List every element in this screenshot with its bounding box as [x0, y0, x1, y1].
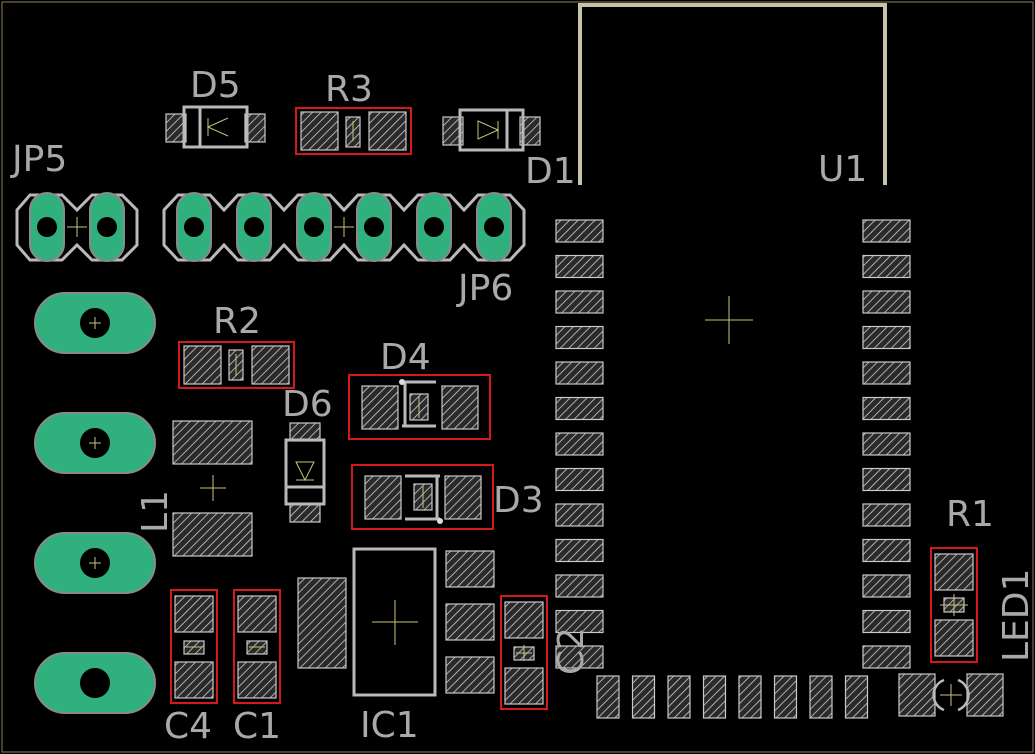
- u1-pad-bottom: [738, 675, 762, 719]
- u1-pad-bottom: [844, 675, 869, 719]
- d1-component: [442, 108, 541, 152]
- jp6-header: [162, 192, 526, 262]
- u1-pad-right: [862, 219, 911, 243]
- label-l1: L1: [135, 490, 176, 533]
- d5-component: [165, 105, 266, 149]
- u1-pad-right: [862, 254, 911, 279]
- label-d5: D5: [190, 65, 241, 106]
- r2-component: [178, 341, 295, 389]
- c2-component: [500, 595, 548, 710]
- u1-pad-bottom: [596, 675, 620, 719]
- jp6-pins: [176, 192, 512, 262]
- jp6-pin-hole: [184, 217, 204, 237]
- u1-pad-right: [862, 432, 911, 456]
- label-led1: LED1: [996, 569, 1035, 662]
- u1-pad-right: [862, 290, 911, 314]
- label-r2: R2: [213, 301, 261, 342]
- u1-pad-left: [555, 361, 604, 385]
- u1-pad-right: [862, 325, 911, 350]
- u1-pad-left: [555, 432, 604, 456]
- u1-pad-bottom: [667, 675, 691, 719]
- label-d6: D6: [282, 384, 333, 425]
- l1-component: [172, 420, 253, 557]
- u1-pad-bottom: [773, 675, 798, 719]
- label-r3: R3: [325, 69, 373, 110]
- u1-pad-left: [555, 503, 604, 527]
- u1-pad-left: [555, 325, 604, 350]
- power-terminal-pads: [34, 292, 156, 714]
- u1-pad-left: [555, 290, 604, 314]
- u1-pad-left: [555, 574, 604, 598]
- jp5-header: [15, 192, 139, 262]
- label-u1: U1: [818, 149, 867, 190]
- jp6-pin-hole: [424, 217, 444, 237]
- u1-pad-right: [862, 645, 911, 669]
- u1-pad-bottom: [631, 675, 656, 719]
- u1-pad-right: [862, 503, 911, 527]
- u1-pad-bottom: [702, 675, 727, 719]
- label-jp5: JP5: [10, 139, 67, 180]
- label-c1: C1: [233, 706, 281, 747]
- u1-pad-left: [555, 538, 604, 563]
- label-c4: C4: [164, 706, 212, 747]
- r1-component: [930, 547, 978, 663]
- label-jp6: JP6: [456, 268, 513, 309]
- jp6-pin-hole: [364, 217, 384, 237]
- label-c2: C2: [551, 627, 592, 675]
- u1-left-pads: [555, 219, 604, 669]
- u1-pad-right: [862, 396, 911, 421]
- jp6-pin-hole: [304, 217, 324, 237]
- label-d4: D4: [380, 337, 431, 378]
- d4-component: [348, 374, 491, 440]
- u1-pad-right: [862, 467, 911, 492]
- c4-component: [170, 589, 218, 704]
- label-d3: D3: [493, 480, 544, 521]
- u1-pad-bottom: [809, 675, 833, 719]
- c1-component: [233, 589, 281, 704]
- u1-pad-left: [555, 254, 604, 279]
- u1-pad-right: [862, 361, 911, 385]
- u1-pad-left: [555, 645, 604, 669]
- u1-pad-left: [555, 609, 604, 634]
- label-d1: D1: [525, 151, 576, 192]
- jp6-pin-hole: [244, 217, 264, 237]
- ic1-component: [297, 547, 495, 697]
- u1-pad-left: [555, 396, 604, 421]
- label-ic1: IC1: [360, 705, 419, 746]
- r3-component: [295, 107, 412, 155]
- u1-pad-right: [862, 609, 911, 634]
- u1-center-cross: [705, 296, 753, 344]
- u1-bottom-pads: [596, 675, 869, 719]
- jp6-pin-hole: [484, 217, 504, 237]
- u1-pad-left: [555, 467, 604, 492]
- d3-component: [351, 464, 494, 530]
- u1-module: [555, 3, 911, 719]
- led1-component: [898, 673, 1004, 717]
- d6-component: [284, 422, 326, 523]
- u1-right-pads: [862, 219, 911, 669]
- u1-pad-right: [862, 538, 911, 563]
- u1-pad-right: [862, 574, 911, 598]
- u1-pad-left: [555, 219, 604, 243]
- label-r1: R1: [946, 494, 994, 535]
